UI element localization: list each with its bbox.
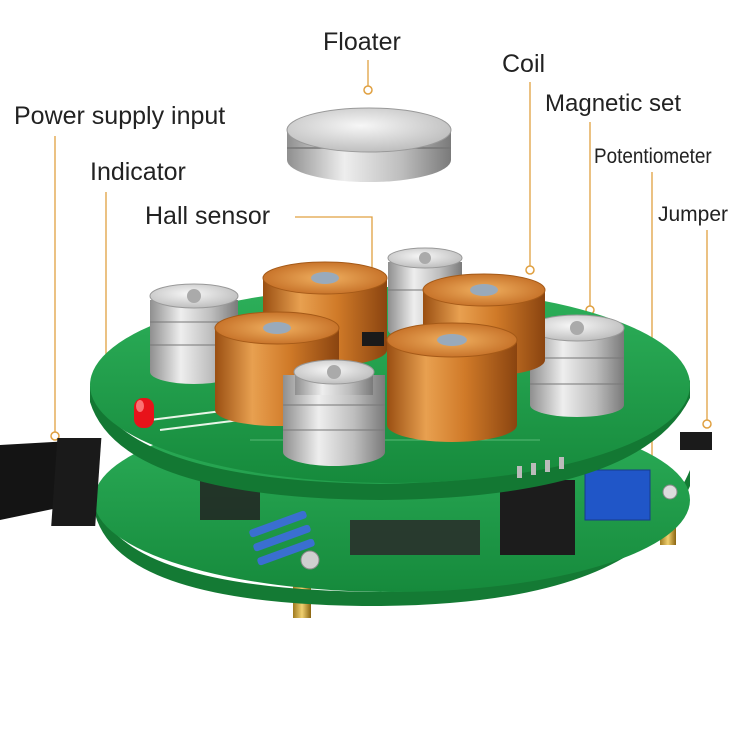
- resistors: [249, 510, 315, 566]
- pin-headers: [517, 457, 564, 478]
- coils: [214, 261, 546, 442]
- label-hall-sensor: Hall sensor: [145, 202, 271, 230]
- jumper: [680, 432, 712, 450]
- hall-sensor: [362, 332, 384, 346]
- power-jack: [0, 438, 102, 526]
- potentiometer: [584, 469, 678, 521]
- front-magnet-stack: [283, 359, 385, 466]
- label-potentiometer: Potentiometer: [594, 145, 712, 168]
- label-indicator: Indicator: [90, 158, 186, 186]
- label-floater: Floater: [323, 28, 401, 56]
- label-coil: Coil: [502, 50, 546, 78]
- label-power-supply-input: Power supply input: [14, 102, 226, 130]
- floater-magnet: [286, 107, 452, 182]
- label-magnetic-set: Magnetic set: [545, 90, 682, 117]
- indicator-led: [134, 398, 154, 428]
- label-jumper: Jumper: [658, 203, 729, 226]
